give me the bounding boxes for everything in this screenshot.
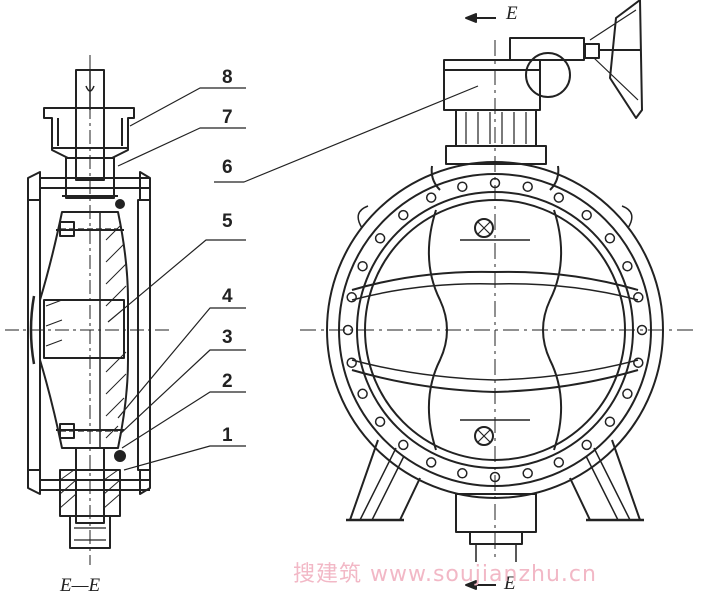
bolt-hole — [346, 292, 357, 303]
bolt-hole — [622, 260, 633, 272]
bolt-hole — [622, 388, 633, 400]
bolt-hole — [604, 416, 616, 427]
bolt-hole — [425, 192, 437, 203]
callout-6: 6 — [222, 157, 233, 178]
bolt-hole — [489, 471, 501, 483]
bolt-hole — [604, 233, 616, 244]
bolt-hole — [553, 192, 565, 203]
bolt-hole — [357, 260, 368, 272]
bolt-hole — [633, 292, 644, 303]
section-mark-bottom: E — [504, 573, 516, 594]
bolt-hole — [633, 357, 644, 368]
section-mark-top: E — [506, 3, 518, 24]
callout-3: 3 — [222, 327, 233, 348]
section-view-label: E—E — [60, 575, 101, 596]
callout-5: 5 — [222, 211, 233, 232]
bolt-hole — [522, 181, 533, 192]
bolt-hole — [374, 416, 386, 427]
watermark: 搜建筑 www.soujianzhu.cn — [293, 562, 597, 587]
bolt-hole — [374, 233, 386, 244]
bolt-hole — [636, 324, 648, 336]
callout-1: 1 — [222, 425, 233, 446]
bolt-hole — [398, 439, 409, 451]
bolt-hole — [457, 468, 468, 479]
bolt-hole — [342, 324, 354, 336]
bolt-hole — [346, 357, 357, 368]
callout-4: 4 — [222, 286, 233, 307]
bolt-hole — [457, 181, 468, 192]
callout-8: 8 — [222, 67, 233, 88]
callout-2: 2 — [222, 371, 233, 392]
front-view — [214, 0, 695, 590]
bolt-hole — [425, 457, 437, 468]
callout-7: 7 — [222, 107, 233, 128]
bolt-hole — [398, 209, 409, 221]
section-view — [5, 55, 246, 565]
bolt-hole — [489, 177, 501, 189]
bolt-hole — [522, 468, 533, 479]
flange-bolt-holes — [342, 177, 648, 483]
bolt-hole — [581, 209, 592, 221]
bolt-hole — [357, 388, 368, 400]
bolt-hole — [581, 439, 592, 451]
bolt-hole — [553, 457, 565, 468]
